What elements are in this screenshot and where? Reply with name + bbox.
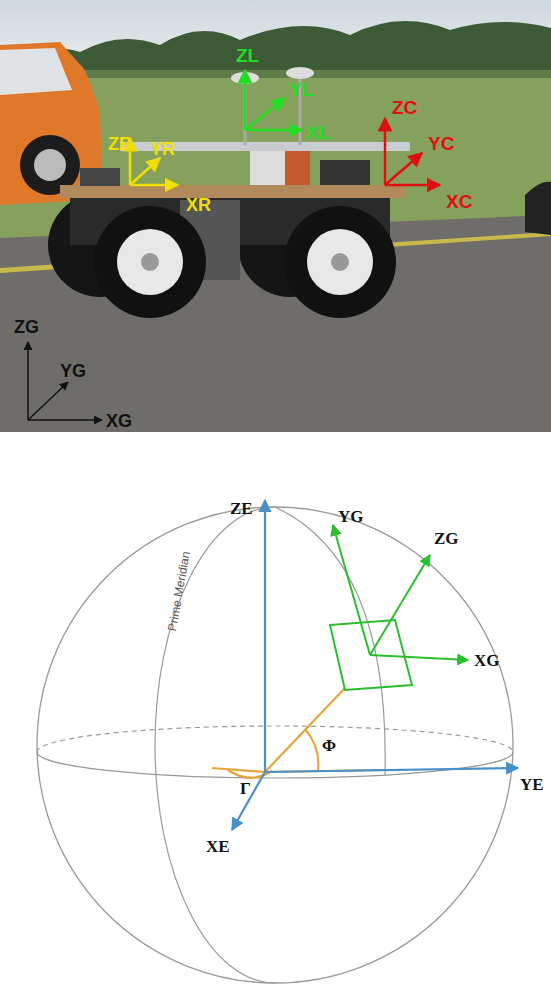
axis-label: XG [474,652,500,669]
axis-label: YE [520,776,544,793]
axis-label: ZG [14,318,39,336]
axis-label: YG [60,362,86,380]
axis-label: ZG [434,530,459,547]
axis-label: YR [150,140,175,158]
axis-label: XC [446,192,472,211]
axis-label: XL [306,123,330,142]
axis-label: XG [106,412,132,430]
axis-label: YG [338,508,364,525]
meridian-label: Prime Meridian [166,551,192,633]
axis-label: ZC [392,98,417,117]
axis-label: Φ [322,737,336,754]
axis-label: ZR [108,135,132,153]
axis-label: XE [206,838,230,855]
axis-label: XR [186,196,211,214]
axis-label: YL [289,80,313,99]
axis-label: Γ [240,780,251,797]
axis-label: ZE [230,500,253,517]
axis-label: YC [428,134,454,153]
axis-label: ZL [236,46,259,65]
